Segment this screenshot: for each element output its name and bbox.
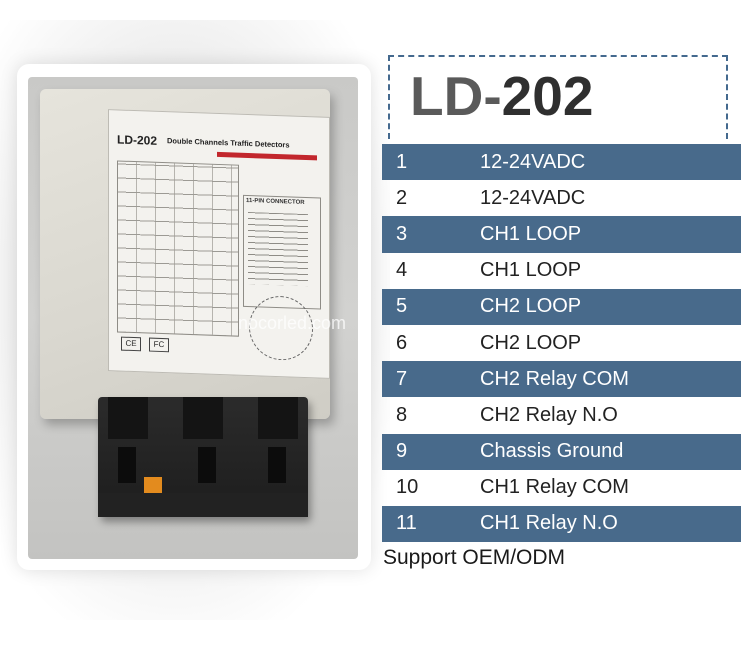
- detector-housing: LD-202 Double Channels Traffic Detectors…: [40, 89, 330, 419]
- watermark-text: nocorled.com: [238, 313, 347, 333]
- pin-row: 5 CH2 LOOP: [382, 288, 741, 325]
- relay-socket-base: [98, 397, 308, 517]
- pin-number: 7: [396, 361, 408, 398]
- pin-number: 9: [396, 433, 408, 470]
- label-model: LD-202: [117, 132, 158, 148]
- socket-slot: [268, 447, 286, 483]
- pin-number: 10: [396, 476, 419, 499]
- pin-row: 10 CH1 Relay COM: [382, 470, 741, 506]
- socket-tab: [258, 397, 298, 439]
- socket-slot: [118, 447, 136, 483]
- pin-description: CH2 LOOP: [480, 331, 582, 354]
- label-product-name: Double Channels Traffic Detectors: [167, 136, 290, 150]
- warning-strip: [217, 151, 317, 161]
- pin-number: 6: [396, 331, 408, 354]
- socket-slot: [198, 447, 216, 483]
- pin-row: 9 Chassis Ground: [382, 433, 741, 470]
- pin-description: 12-24VADC: [480, 150, 586, 173]
- socket-foot: [98, 493, 308, 517]
- socket-tab: [183, 397, 223, 439]
- pin-row: 2 12-24VADC: [382, 180, 741, 216]
- pin-row: 7 CH2 Relay COM: [382, 361, 741, 398]
- pin-row: 11 CH1 Relay N.O: [382, 505, 741, 543]
- detector-label-panel: LD-202 Double Channels Traffic Detectors…: [108, 109, 330, 379]
- pin-number: 11: [396, 505, 417, 543]
- socket-tab: [108, 397, 148, 439]
- pin-row: 6 CH2 LOOP: [382, 325, 741, 361]
- product-title: LD-202: [410, 60, 593, 132]
- pin-number: 2: [396, 186, 408, 209]
- pin-number: 5: [396, 288, 408, 325]
- pin-row: 8 CH2 Relay N.O: [382, 397, 741, 433]
- pin-description: CH1 Relay COM: [480, 476, 629, 499]
- function-table: [117, 160, 239, 337]
- title-frame: [388, 55, 728, 139]
- support-oem-text: Support OEM/ODM: [383, 546, 566, 569]
- pin-connector-heading: 11-PIN CONNECTOR: [246, 197, 305, 206]
- pin-row: 3 CH1 LOOP: [382, 216, 741, 253]
- pin-description: Chassis Ground: [480, 440, 624, 463]
- fc-mark-icon: FC: [149, 337, 169, 353]
- pin-description: CH2 LOOP: [480, 295, 582, 318]
- ce-mark-icon: CE: [121, 336, 141, 352]
- pin-designation-list: [248, 212, 308, 287]
- product-title-number: 202: [501, 65, 594, 127]
- pin-number: 8: [396, 403, 408, 426]
- din-rail-clip: [144, 477, 162, 493]
- pin-number: 3: [396, 216, 408, 253]
- pin-number: 4: [396, 259, 408, 282]
- pin-description: CH2 Relay COM: [480, 367, 629, 390]
- pin-designation-box: 11-PIN CONNECTOR: [243, 194, 321, 310]
- pin-description: CH1 Relay N.O: [480, 512, 618, 535]
- pin-row: 4 CH1 LOOP: [382, 253, 741, 289]
- pin-description: 12-24VADC: [480, 186, 586, 209]
- pin-row: 1 12-24VADC: [382, 144, 741, 181]
- pin-description: CH1 LOOP: [480, 259, 582, 282]
- pin-number: 1: [396, 144, 408, 181]
- product-title-prefix: LD-: [410, 65, 502, 127]
- pin-description: CH2 Relay N.O: [480, 403, 618, 426]
- pin-description: CH1 LOOP: [480, 222, 582, 245]
- product-photo: LD-202 Double Channels Traffic Detectors…: [28, 77, 358, 559]
